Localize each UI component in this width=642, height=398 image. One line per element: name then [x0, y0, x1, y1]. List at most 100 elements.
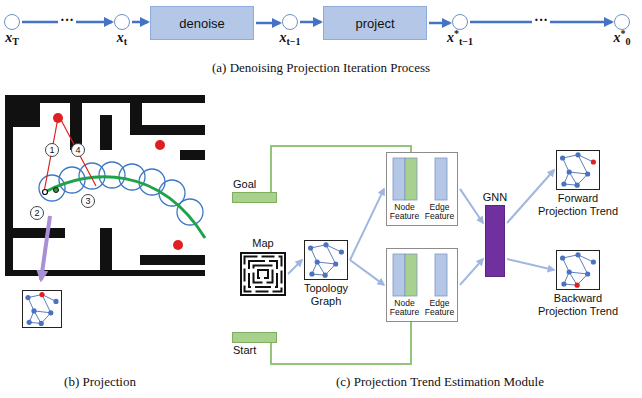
graph-vertex: [31, 308, 36, 313]
state-circle: xT: [4, 14, 20, 30]
feature-label: Node Feature: [389, 299, 421, 318]
trend-graph: Forward Projection Trend: [556, 150, 600, 190]
flow-arrow: [460, 189, 483, 223]
obstacle-points: [53, 113, 183, 250]
denoise-box: denoise: [150, 6, 254, 40]
graph-vertex: [585, 171, 590, 176]
graph-vertex: [591, 259, 596, 264]
maze-map: [5, 95, 205, 276]
callout-number: 4: [71, 143, 85, 157]
projection-arrow: [41, 216, 50, 280]
flow-arrow: [300, 21, 321, 24]
graph-edge: [569, 272, 587, 274]
node-label: Forward Projection Trend: [536, 192, 620, 217]
graph-vertex: [567, 169, 572, 174]
state-label: x*0: [614, 30, 631, 46]
feature-bar: [393, 254, 405, 296]
state-circle: x*t−1: [452, 14, 468, 30]
maze-wall: [254, 266, 273, 283]
ellipsis-label: ···: [532, 14, 550, 28]
maze-wall: [258, 270, 268, 278]
flow-arrow: [350, 189, 384, 260]
feature-bar: [435, 158, 447, 200]
maze-wall: [249, 261, 277, 287]
topology-graph: Topology Graph: [304, 240, 348, 280]
graph-vertex: [560, 255, 565, 260]
graph-vertex: [575, 252, 580, 257]
feature-bar: [435, 254, 447, 296]
state-label: xt−1: [279, 30, 300, 46]
flow-arrow: [132, 21, 148, 24]
maze-wall: [245, 257, 282, 292]
feature-label: Node Feature: [389, 203, 421, 222]
flow-arrow: [350, 260, 384, 285]
flow-arrow: [507, 259, 554, 270]
graph-vertex: [561, 181, 566, 186]
subfigure-caption: (c) Projection Trend Estimation Module: [336, 374, 544, 390]
node-label: GNN: [483, 191, 507, 204]
graph-vertex: [575, 152, 580, 157]
state-circle: xt: [114, 14, 130, 30]
node-label: Backward Projection Trend: [536, 292, 620, 317]
feature-box: Node FeatureEdge Feature: [386, 248, 458, 322]
input-line: [271, 322, 411, 364]
state-label: x*t−1: [447, 30, 473, 46]
graph-vertex: [309, 271, 314, 276]
graph-vertex: [591, 159, 596, 164]
graph-vertex: [53, 299, 58, 304]
subfigure-caption: (b) Projection: [64, 374, 136, 390]
graph-vertex: [575, 183, 580, 188]
graph-edge: [578, 155, 588, 174]
icon-frame: [305, 241, 348, 280]
callout-number: 2: [30, 206, 44, 220]
graph-edge: [569, 172, 587, 174]
icon-frame: [557, 151, 600, 190]
project-box: project: [323, 6, 427, 40]
state-circle: xt−1: [282, 14, 298, 30]
feature-bar: [405, 254, 417, 296]
state-circle: x*0: [614, 14, 630, 30]
node-label: Goal: [233, 178, 256, 191]
graph-vertex: [567, 269, 572, 274]
node-label: Start: [233, 344, 256, 357]
graph-drawing: [304, 240, 348, 280]
projection-rays: [44, 118, 96, 192]
graph-vertex: [39, 321, 44, 326]
feature-box: Node FeatureEdge Feature: [386, 152, 458, 226]
node-label: Topology Graph: [294, 282, 358, 307]
subfigure-caption: (a) Denoising Projection Iteration Proce…: [212, 60, 430, 76]
projection-circles: [39, 162, 203, 225]
graph-drawing: [556, 150, 600, 190]
node-label: denoise: [179, 16, 225, 31]
state-label: xT: [5, 30, 19, 46]
goal-vector: Goal: [232, 192, 277, 203]
flow-arrow: [256, 22, 280, 25]
ellipsis-label: ···: [58, 14, 76, 28]
start-vector: Start: [232, 332, 277, 343]
flow-arrow: [429, 22, 450, 25]
graph-vertex: [339, 249, 344, 254]
graph-vertex: [575, 283, 580, 288]
map-icon: Map: [240, 252, 286, 296]
graph-edge: [317, 262, 335, 264]
maze-drawing: [240, 252, 286, 296]
graph-vertex: [323, 242, 328, 247]
graph-vertex: [585, 271, 590, 276]
feat-drawing: [387, 249, 459, 299]
graph-vertex: [48, 310, 53, 315]
graph-vertex: [561, 281, 566, 286]
feature-label: Edge Feature: [424, 299, 456, 318]
graph-vertex: [39, 292, 44, 297]
graph-vertex: [333, 261, 338, 266]
flow-arrow: [460, 259, 483, 285]
graph-vertex: [25, 295, 30, 300]
graph-vertex: [27, 320, 32, 325]
maze-frame: [241, 253, 285, 295]
feature-bar: [393, 158, 405, 200]
state-label: xt: [117, 30, 127, 46]
graph-vertex: [560, 155, 565, 160]
feat-drawing: [387, 153, 459, 203]
